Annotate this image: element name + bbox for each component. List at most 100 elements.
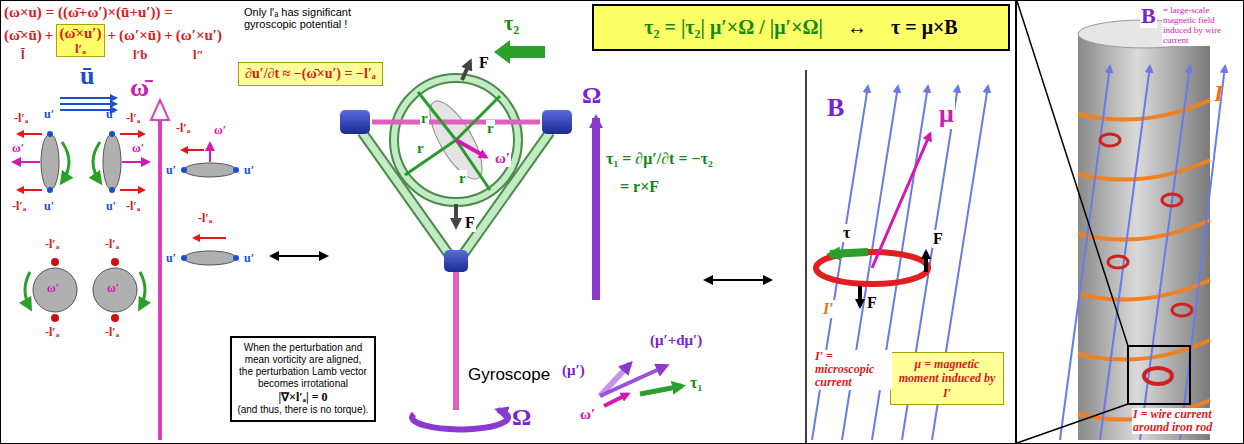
vector-label: u′ [244, 252, 254, 265]
vector-label: -l′ₐ [14, 112, 28, 125]
drawing-part [412, 410, 508, 429]
equation-term: (ω̄×ū) [4, 27, 42, 44]
drawing-part [494, 40, 545, 64]
vector-label: u′ [244, 164, 254, 177]
drawing-part [233, 255, 239, 261]
drawing-part [111, 258, 119, 266]
equation-box: ∂u′/∂t ≈ −(ω̄×u′) = −l′ₐ [238, 62, 383, 86]
vector-label: -l′ₐ [45, 326, 59, 339]
node-text: (ω̄×u′) [59, 25, 101, 42]
node-text: μ = magnetic moment induced by I′ [895, 357, 999, 400]
drawing-part [33, 268, 77, 312]
vector-label: τ [842, 224, 851, 242]
drawing-part [93, 142, 100, 182]
note-text: = large-scale magnetic field induced by … [1162, 6, 1240, 46]
drawing-part [25, 272, 30, 308]
node-text: When the perturbation and mean vorticity… [237, 342, 369, 390]
node-text: τ₂ = |τ₂| μ′×Ω / |μ′×Ω| [644, 16, 823, 39]
drawing-part [405, 140, 456, 175]
drawing-part [1100, 66, 1150, 440]
equation-term: + [108, 27, 117, 44]
vector-label: u′ [44, 200, 54, 213]
drawing-part [122, 161, 148, 163]
drawing-part [456, 96, 500, 140]
equation-term: + [45, 27, 54, 44]
vector-label: -l′ₐ [126, 112, 140, 125]
drawing-part [62, 142, 69, 182]
drawing-part [60, 103, 116, 105]
term-symbol: l″ [193, 48, 204, 62]
vector-label: ω′ [214, 124, 226, 137]
vector-label: τ₁ = ∂μ′/∂t = −τ₂ [606, 150, 713, 168]
drawing-part [194, 237, 226, 239]
drawing-part [1078, 220, 1210, 240]
drawing-part [51, 314, 59, 322]
vector-label: -l′ₐ [105, 238, 119, 251]
node-text: τ = μ×B [891, 16, 958, 39]
drawing-part [181, 167, 187, 173]
drawing-part [272, 255, 326, 257]
drawing-part [1100, 134, 1120, 146]
drawing-part [1162, 194, 1182, 206]
drawing-part [456, 140, 490, 190]
drawing-part [47, 131, 53, 137]
vector-label: (μ′+dμ′) [650, 332, 702, 349]
drawing-part [1180, 66, 1225, 440]
definition-box: μ = magnetic moment induced by I′ [890, 352, 1004, 405]
drawing-part [111, 314, 119, 322]
drawing-part [454, 204, 458, 226]
note-box: When the perturbation and mean vorticity… [230, 336, 376, 422]
gyroscope-label: r [486, 120, 495, 137]
vector-label: -l′ₐ [12, 200, 26, 213]
drawing-part [640, 386, 682, 394]
equation-term: (ω′×u′) [176, 27, 222, 44]
drawing-part [14, 161, 40, 163]
drawing-part [1015, 0, 1017, 444]
vector-label: u′ [166, 252, 176, 265]
vector-label: -l′ₐ [126, 200, 140, 213]
vector-label: ω′ [580, 406, 595, 423]
drawing-part [109, 131, 115, 137]
drawing-part [209, 144, 211, 162]
vector-label: τ₁ [690, 374, 702, 392]
vector-label: ω̄ [130, 74, 149, 103]
drawing-part [233, 167, 239, 173]
drawing-part [1128, 346, 1190, 404]
gyroscope-label: ω′ [494, 150, 511, 167]
vector-label: I [1214, 80, 1223, 106]
drawing-part [1017, 404, 1128, 443]
drawing-part [120, 189, 144, 191]
drawing-part [1144, 368, 1172, 384]
vector-label: u′ [166, 164, 176, 177]
gyroscope-title: Gyroscope [468, 366, 550, 385]
equation-term: (ω′×ū) [119, 27, 161, 44]
gyroscope-label: r [458, 170, 467, 187]
gyroscope-label: r [420, 110, 429, 127]
drawing-part [184, 251, 236, 265]
drawing-part [1172, 304, 1192, 316]
vector-label: -l′ₐ [45, 238, 59, 251]
drawing-part [151, 100, 169, 120]
note-text: Only l′ₐ has significant gyroscopic pote… [244, 6, 364, 30]
drawing-part [1140, 66, 1190, 440]
vector-label: B [1140, 4, 1157, 28]
drawing-part [184, 163, 236, 177]
gyroscope-label: F [478, 54, 490, 72]
drawing-part [1060, 66, 1110, 440]
drawing-part [1078, 34, 1210, 440]
vector-label: -l′ₐ [198, 212, 212, 225]
drawing-part [706, 279, 770, 281]
drawing-part [18, 189, 42, 191]
vector-label: F [932, 230, 944, 248]
drawing-part [394, 78, 518, 202]
drawing-part [18, 133, 42, 135]
drawing-part [462, 62, 470, 80]
drawing-part [47, 187, 53, 193]
drawing-part [1108, 256, 1128, 268]
drawing-part [103, 134, 121, 190]
vector-label: = r×F [620, 178, 659, 196]
drawing-part [418, 92, 456, 140]
vector-label: ω′ [132, 142, 144, 155]
